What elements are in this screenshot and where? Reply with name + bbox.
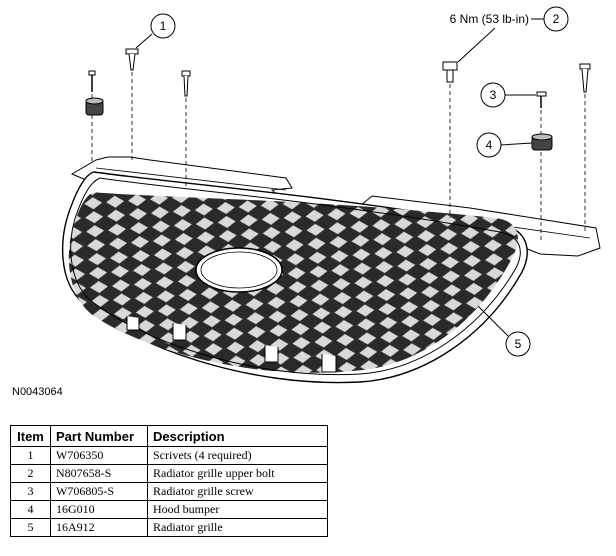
table-row: 1 W706350 Scrivets (4 required) <box>10 446 328 465</box>
upper-bolt <box>442 61 458 218</box>
parts-table-header: Item Part Number Description <box>10 425 328 447</box>
callout-4-number: 4 <box>486 138 493 152</box>
table-row: 5 16A912 Radiator grille <box>10 518 328 537</box>
table-row: 2 N807658-S Radiator grille upper bolt <box>10 464 328 483</box>
parts-table: Item Part Number Description 1 W706350 S… <box>10 425 328 537</box>
row-description: Radiator grille screw <box>147 482 328 501</box>
table-row: 3 W706805-S Radiator grille screw <box>10 482 328 501</box>
callout-5: 5 <box>477 305 531 357</box>
row-part-number: W706805-S <box>50 482 148 501</box>
torque-label: 6 Nm (53 lb-in) <box>450 12 529 26</box>
lower-mounting-tabs <box>126 316 337 373</box>
header-item: Item <box>10 425 51 447</box>
row-part-number: 16G010 <box>50 500 148 519</box>
row-description: Scrivets (4 required) <box>147 446 328 465</box>
row-item: 4 <box>10 500 51 519</box>
table-row: 4 16G010 Hood bumper <box>10 500 328 519</box>
hood-bumper-left <box>85 97 104 116</box>
callout-1-number: 1 <box>160 19 167 33</box>
figure-id: N0043064 <box>12 386 63 398</box>
callout-2-number: 2 <box>553 12 560 26</box>
scrivet-right <box>579 63 591 232</box>
row-part-number: 16A912 <box>50 518 148 537</box>
callout-3: 3 <box>480 82 536 108</box>
header-part-number: Part Number <box>50 425 148 447</box>
scrivet-left-inner <box>125 48 139 162</box>
callout-5-number: 5 <box>515 337 522 351</box>
row-description: Radiator grille <box>147 518 328 537</box>
row-description: Hood bumper <box>147 500 328 519</box>
grille-screw <box>536 91 547 136</box>
grille-inner-border <box>70 177 521 376</box>
row-description: Radiator grille upper bolt <box>147 464 328 483</box>
row-item: 2 <box>10 464 51 483</box>
emblem-oval-inner <box>200 251 278 289</box>
row-part-number: N807658-S <box>50 464 148 483</box>
hood-bumper-right <box>531 133 553 240</box>
callout-3-number: 3 <box>490 88 497 102</box>
row-part-number: W706350 <box>50 446 148 465</box>
grille-exploded-diagram: 1 6 Nm (53 lb-in) 2 3 4 5 <box>62 6 601 391</box>
emblem-oval <box>195 247 283 293</box>
scrivet-center <box>181 70 191 188</box>
row-item: 3 <box>10 482 51 501</box>
row-item: 5 <box>10 518 51 537</box>
grille-mesh <box>64 162 527 391</box>
scrivet-left-outer <box>88 70 96 164</box>
callout-4: 4 <box>476 132 533 158</box>
callout-1: 1 <box>135 13 176 49</box>
header-description: Description <box>147 425 328 447</box>
callout-2: 6 Nm (53 lb-in) 2 <box>450 6 569 63</box>
row-item: 1 <box>10 446 51 465</box>
